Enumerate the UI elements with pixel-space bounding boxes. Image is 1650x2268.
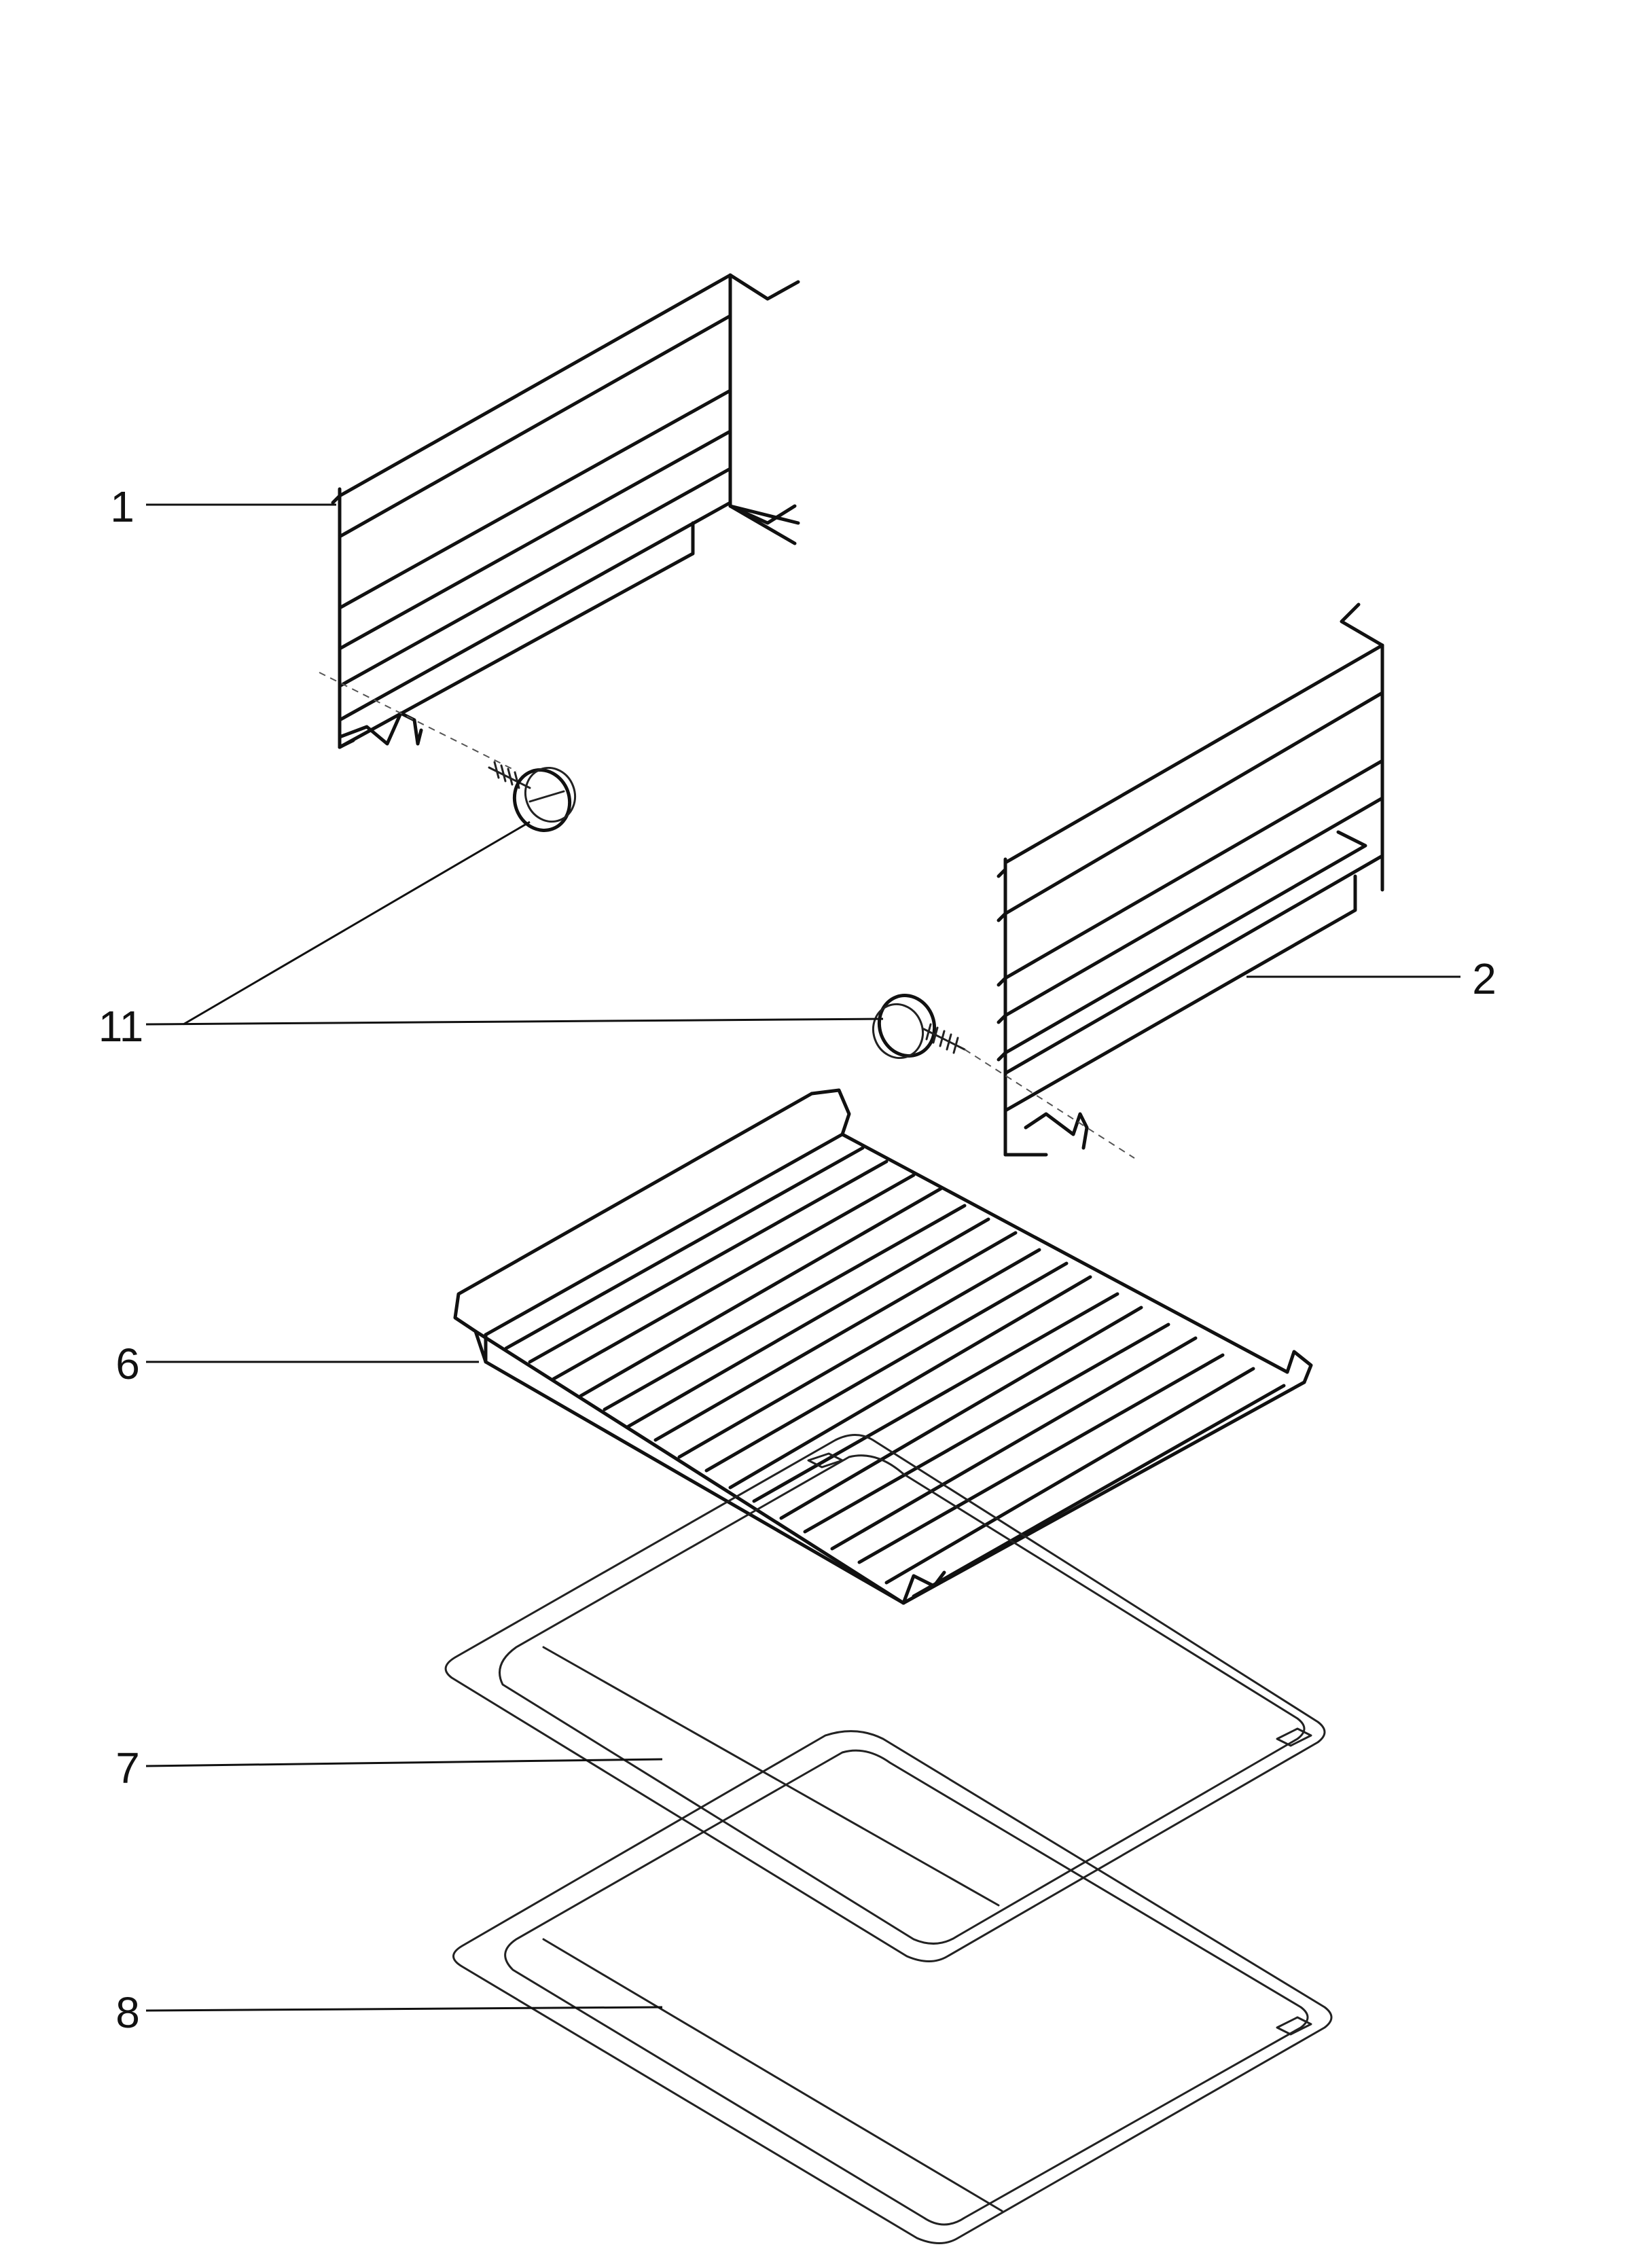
leader-line-8 [145,2006,663,2012]
callout-11: 11 [98,1002,143,1051]
callout-1: 1 [110,482,134,531]
part-7-tray [444,1434,1326,1962]
callout-6: 6 [115,1339,140,1388]
part-6-wire-shelf [453,1088,1313,1605]
part-2-right-shelf-support [997,602,1384,1157]
part-1-left-shelf-support [331,273,800,749]
leader-line-11-upper [183,821,531,1026]
callout-7: 7 [115,1744,140,1793]
part-11-screw-upper [319,672,576,832]
part-8-tray [452,1730,1333,2244]
leader-line-7 [145,1758,663,1767]
part-11-screw-lower [872,994,1135,1159]
leader-line-11-lower [145,1018,884,1026]
callout-2: 2 [1472,954,1496,1003]
callout-8: 8 [115,1988,140,2037]
